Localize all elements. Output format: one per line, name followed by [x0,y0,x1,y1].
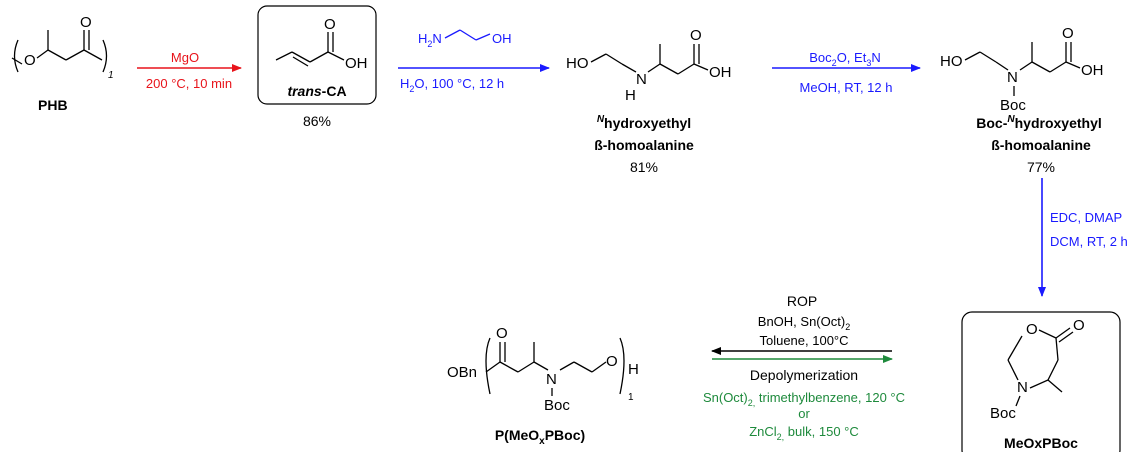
polymer-label: P(MeOxPBoc) [495,427,585,447]
step1-conditions: 200 °C, 10 min [146,76,232,91]
boc-hea-structure: HO N Boc O OH [940,25,1104,114]
bochea-boc: Boc [1000,97,1026,114]
step1-arrow: MgO 200 °C, 10 min [137,50,242,91]
rop-title: ROP [787,293,817,309]
bochea-label-line2: ß-homoalanine [991,137,1091,153]
phb-carbonyl-o: O [80,14,92,31]
hea-yield: 81% [630,159,658,175]
step2-reagent-oh: OH [492,31,512,46]
bochea-carbonyl-o: O [1062,25,1074,42]
step3-arrow: Boc2O, Et3N MeOH, RT, 12 h [772,50,921,95]
trans-ca-structure: O OH trans-CA [257,5,377,105]
rop-line2: Toluene, 100°C [759,333,848,348]
monomer-carbonyl-o: O [1073,317,1085,334]
step2-reagent-h: H2N [418,31,442,49]
rop-depoly-arrows: ROP BnOH, Sn(Oct)2 Toluene, 100°C Depoly… [703,293,905,442]
step2-arrow: H2N OH H2O, 100 °C, 12 h [398,29,550,94]
hea-structure: HO N H O OH [566,27,732,104]
step4-conditions: DCM, RT, 2 h [1050,234,1128,249]
tca-label: trans-CA [287,83,346,99]
bochea-oh: OH [1081,62,1104,79]
polymer-obn: OBn [447,364,477,381]
step3-reagent: Boc2O, Et3N [809,50,880,68]
step1-reagent: MgO [171,50,199,65]
bochea-ho: HO [940,53,963,70]
depoly-line2: ZnCl2, bulk, 150 °C [749,424,859,442]
hea-label-line2: ß-homoalanine [594,137,694,153]
polymer-carbonyl-o: O [496,325,508,342]
tca-carbonyl-o: O [324,16,336,33]
hea-carbonyl-o: O [690,27,702,44]
monomer-ring-o: O [1026,321,1038,338]
polymer-structure: OBn O N Boc O 1 H [447,325,639,414]
rop-line1: BnOH, Sn(Oct)2 [758,314,850,332]
step4-arrow: EDC, DMAP DCM, RT, 2 h [1038,178,1128,297]
polymer-boc: Boc [544,397,570,414]
polymer-h: H [628,361,639,378]
polymer-n: N [546,371,557,388]
step3-conditions: MeOH, RT, 12 h [800,80,893,95]
bochea-label-line1: Boc-Nhydroxyethyl [976,114,1102,131]
hea-nh: H [625,87,636,104]
hea-oh: OH [709,64,732,81]
tca-oh: OH [345,55,368,72]
phb-n: 1 [108,70,114,81]
phb-structure: O O 1 PHB [11,14,114,113]
depoly-or: or [798,406,810,421]
step2-conditions: H2O, 100 °C, 12 h [400,76,504,94]
depoly-title: Depolymerization [750,367,858,383]
phb-o: O [24,52,36,69]
step4-reagents: EDC, DMAP [1050,210,1122,225]
hea-n: N [636,71,647,88]
polymer-n-sub: 1 [628,392,634,403]
monomer-label: MeOxPBoc [1004,435,1078,451]
monomer-boc: Boc [990,405,1016,422]
polymer-ether-o: O [606,353,618,370]
bochea-n: N [1007,69,1018,86]
bochea-yield: 77% [1027,159,1055,175]
hea-ho: HO [566,55,589,72]
tca-yield: 86% [303,113,331,129]
depoly-line1: Sn(Oct)2, trimethylbenzene, 120 °C [703,390,905,408]
monomer-structure: O O N Boc MeOxPBoc [961,311,1121,452]
monomer-n: N [1017,379,1028,396]
hea-label-line1: Nhydroxyethyl [597,114,691,131]
phb-label: PHB [38,97,68,113]
